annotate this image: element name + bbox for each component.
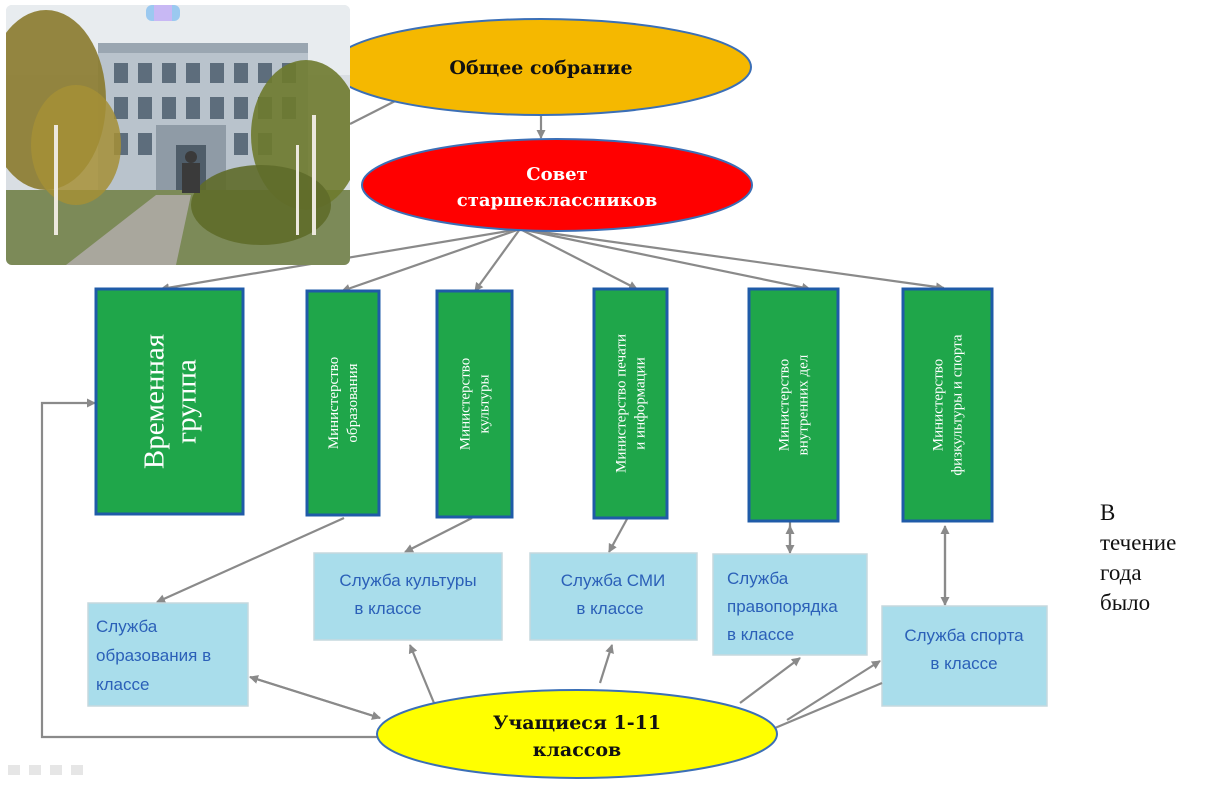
ministry-education-line1: Министерство: [326, 357, 342, 449]
ministry-culture-line2: культуры: [477, 374, 493, 433]
nav-next-icon[interactable]: [71, 765, 83, 775]
connector-lines: [40, 95, 950, 739]
service-media-line2: в классе: [576, 599, 643, 618]
students-node: [376, 689, 778, 779]
service-box-law-order: [712, 553, 868, 656]
decoration-shape: [146, 5, 180, 21]
ministry-internal-affairs-line2: внутренних дел: [796, 354, 812, 455]
service-media-line1: Служба СМИ: [561, 571, 665, 590]
students-label-line2: классов: [533, 739, 621, 761]
service-law-order-line1: Служба: [727, 569, 789, 588]
side-text-line: В: [1100, 500, 1116, 525]
ministry-temporary-group-line2: группа: [171, 359, 203, 444]
service-box-education: [87, 602, 249, 707]
side-text-line: года: [1100, 560, 1142, 585]
ministry-internal-affairs-line1: Министерство: [777, 359, 793, 451]
ministry-sports-line2: физкультуры и спорта: [950, 334, 966, 476]
service-education-line1: Служба: [96, 617, 158, 636]
side-text-line: было: [1100, 590, 1151, 615]
service-culture-line1: Служба культуры: [339, 571, 476, 590]
council-node: [361, 138, 753, 232]
ministry-box-culture: [435, 289, 514, 519]
nav-prev-icon[interactable]: [8, 765, 20, 775]
ministry-box-temporary-group: [94, 287, 245, 516]
general-meeting-label: Общее собрание: [449, 57, 632, 79]
service-sports-line2: в классе: [930, 654, 997, 673]
ministry-press-line1: Министерство печати: [614, 334, 630, 473]
school-building-photo: [6, 5, 350, 265]
service-education-line3: классе: [96, 675, 149, 694]
slide-nav-controls: [8, 765, 83, 779]
service-education-line2: образования в: [96, 646, 211, 665]
students-label-line1: Учащиеся 1-11: [493, 712, 661, 734]
council-label-line2: старшеклассников: [457, 190, 657, 211]
ministry-box-internal-affairs: [747, 287, 840, 523]
ministry-box-press: [592, 287, 669, 520]
ministry-box-sports: [901, 287, 994, 523]
service-law-order-line2: правопорядка: [727, 597, 838, 616]
side-text-line: течение: [1100, 530, 1177, 555]
service-law-order-line3: в классе: [727, 625, 794, 644]
ministry-education-line2: образования: [345, 363, 361, 442]
nav-pen-icon[interactable]: [29, 765, 41, 775]
service-box-culture: [313, 552, 503, 641]
ministry-temporary-group-line1: Временная: [139, 334, 171, 469]
service-sports-line1: Служба спорта: [904, 626, 1024, 645]
ministry-culture-line1: Министерство: [458, 358, 474, 450]
nav-menu-icon[interactable]: [50, 765, 62, 775]
ministry-press-line2: и информации: [633, 357, 649, 449]
service-culture-line2: в классе: [354, 599, 421, 618]
service-box-media: [529, 552, 698, 641]
ministry-box-education: [305, 289, 381, 517]
ministry-sports-line1: Министерство: [931, 359, 947, 451]
side-text: В течение года было: [1100, 498, 1208, 618]
council-label-line1: Совет: [526, 164, 587, 185]
service-box-sports: [881, 605, 1048, 707]
